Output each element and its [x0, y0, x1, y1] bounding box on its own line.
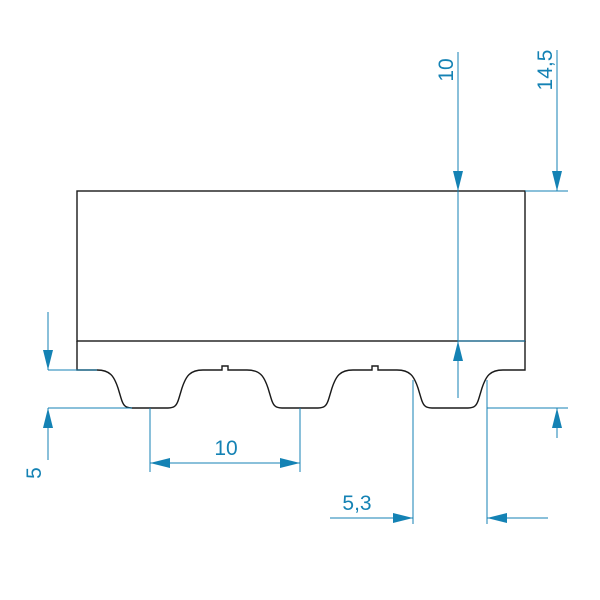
tooth-width-label: 5,3	[342, 492, 371, 515]
total-height-label: 14,5	[534, 50, 557, 91]
body-height-label: 10	[435, 58, 458, 81]
tooth-width-dimension: 5,3	[330, 380, 548, 524]
total-height-dimension: 14,5	[487, 50, 568, 438]
belt-body	[76, 190, 526, 342]
body-height-dimension: 10	[435, 52, 525, 398]
pitch-label: 10	[214, 437, 237, 460]
tooth-height-dimension: 5	[23, 312, 132, 479]
tooth-height-label: 5	[23, 467, 46, 479]
pitch-dimension: 10	[149, 408, 301, 472]
